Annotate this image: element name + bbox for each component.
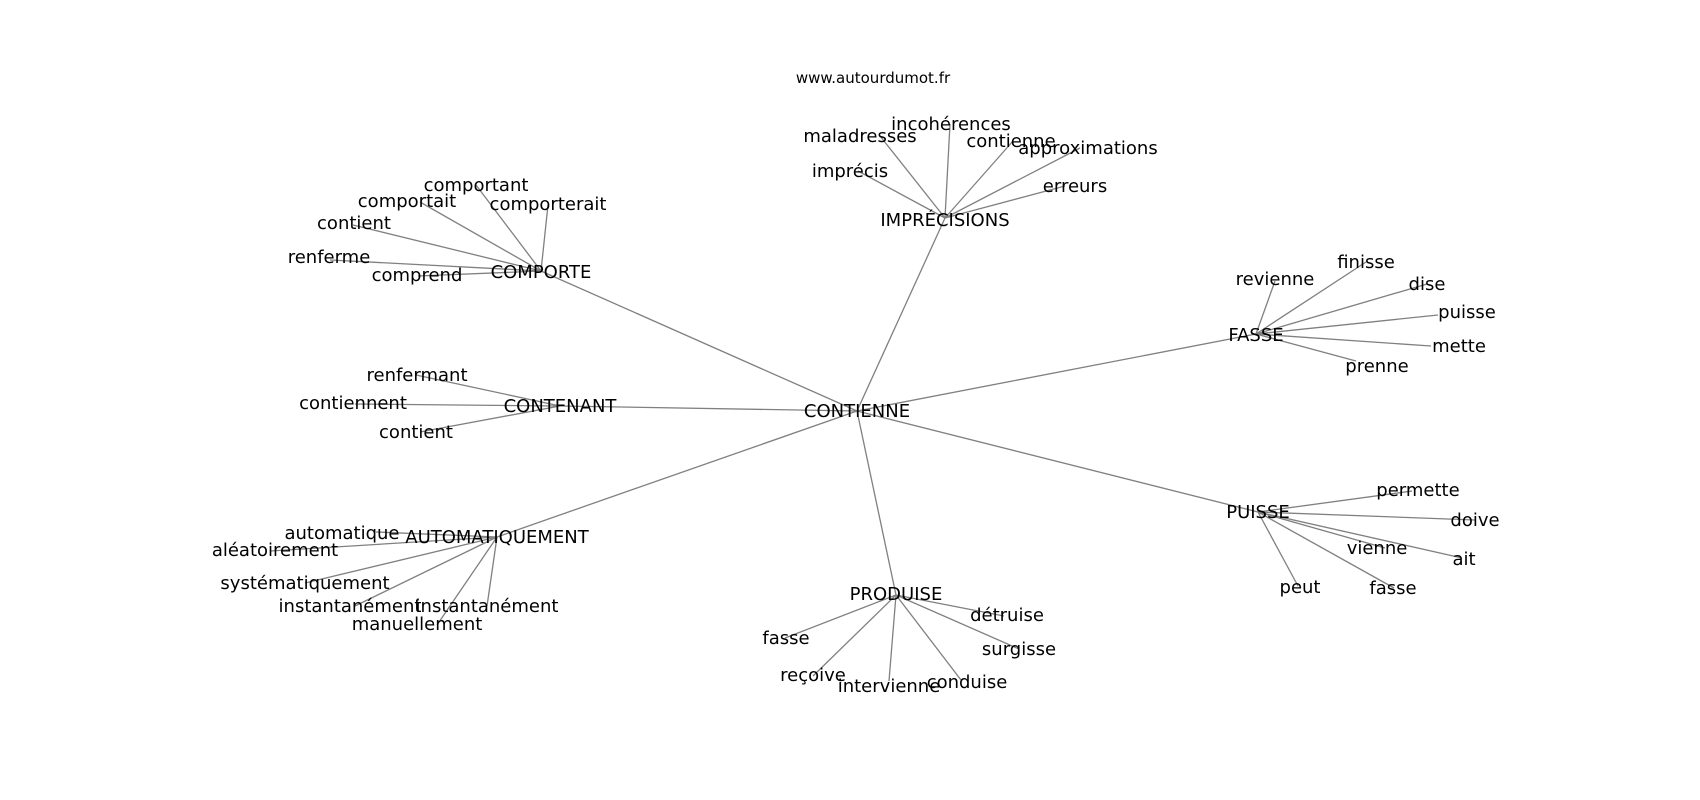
word-node-label: reçoive xyxy=(780,665,846,686)
word-node-label: contient xyxy=(379,422,453,443)
edge-hub-to-word xyxy=(895,594,1020,650)
word-node-label: renferme xyxy=(288,247,371,268)
edge-hub-to-word xyxy=(354,536,498,607)
edges xyxy=(269,123,1476,682)
edge-hub-to-word xyxy=(269,536,498,552)
edge-hub-to-word xyxy=(1255,283,1428,335)
hub-node-label: PRODUISE xyxy=(850,584,943,605)
word-node-label: automatique xyxy=(284,523,399,544)
word-node-label: conduise xyxy=(927,672,1008,693)
word-node-label: comporterait xyxy=(490,194,607,215)
edge-hub-to-word xyxy=(895,594,962,681)
word-node-label: erreurs xyxy=(1043,176,1107,197)
edge-center-to-hub xyxy=(540,270,858,412)
edge-center-to-hub xyxy=(559,405,858,412)
word-node-label: peut xyxy=(1280,577,1321,598)
edge-center-to-hub xyxy=(496,410,858,538)
word-node-label: maladresses xyxy=(803,126,916,147)
edge-hub-to-word xyxy=(1255,333,1432,347)
edge-center-to-hub xyxy=(856,217,946,412)
word-node-label: contient xyxy=(317,213,391,234)
word-node-label: comprend xyxy=(372,265,463,286)
edge-hub-to-word xyxy=(1257,511,1463,559)
edge-hub-to-word xyxy=(486,536,498,607)
word-node-label: doive xyxy=(1450,510,1499,531)
edge-hub-to-word xyxy=(415,374,561,407)
word-node-label: manuellement xyxy=(352,614,483,635)
edge-hub-to-word xyxy=(1255,280,1276,335)
word-node-label: ait xyxy=(1452,549,1475,570)
edge-hub-to-word xyxy=(888,594,897,682)
word-node-label: mette xyxy=(1432,336,1486,357)
edge-hub-to-word xyxy=(812,594,897,677)
edge-hub-to-word xyxy=(1255,333,1357,362)
word-node-label: aléatoirement xyxy=(212,540,338,561)
edge-center-to-hub xyxy=(856,410,897,596)
hub-node-label: CONTENANT xyxy=(504,396,618,417)
edge-hub-to-word xyxy=(879,135,946,219)
word-node-label: finisse xyxy=(1337,252,1395,273)
word-node-label: comportant xyxy=(424,175,529,196)
edge-hub-to-word xyxy=(375,531,498,538)
edge-hub-to-word xyxy=(352,224,542,272)
edge-hub-to-word xyxy=(944,147,1081,219)
edge-hub-to-word xyxy=(1257,511,1395,589)
edge-hub-to-word xyxy=(1257,511,1476,521)
edge-hub-to-word xyxy=(417,270,542,277)
edge-hub-to-word xyxy=(304,536,498,584)
word-node-label: incohérences xyxy=(891,114,1011,135)
edge-hub-to-word xyxy=(1255,261,1367,335)
edge-hub-to-word xyxy=(475,184,542,272)
edge-hub-to-word xyxy=(944,185,1066,219)
edge-hub-to-word xyxy=(1255,314,1439,335)
edge-hub-to-word xyxy=(1257,490,1413,513)
hub-node-label: AUTOMATIQUEMENT xyxy=(405,527,589,548)
edge-center-to-hub xyxy=(856,410,1259,513)
hub-node-label: IMPRÉCISIONS xyxy=(880,209,1009,231)
word-node-label: détruise xyxy=(970,605,1044,626)
edge-hub-to-word xyxy=(419,201,542,272)
edge-hub-to-word xyxy=(419,405,561,433)
center-node-label: CONTIENNE xyxy=(804,401,910,422)
word-node-label: instantanément xyxy=(279,596,422,617)
word-node-label: fasse xyxy=(762,628,809,649)
word-node-label: dise xyxy=(1409,274,1446,295)
edge-center-to-hub xyxy=(856,333,1257,412)
word-node-label: contiennent xyxy=(299,393,407,414)
hub-node-label: PUISSE xyxy=(1226,502,1290,523)
word-node-label: intervienne xyxy=(838,676,941,697)
word-node-label: contienne xyxy=(966,131,1055,152)
edge-hub-to-word xyxy=(354,403,561,407)
word-node-label: fasse xyxy=(1369,578,1416,599)
edge-hub-to-word xyxy=(944,140,1014,219)
word-node-label: renfermant xyxy=(366,365,467,386)
edge-hub-to-word xyxy=(944,123,951,219)
word-node-label: vienne xyxy=(1347,538,1408,559)
edge-hub-to-word xyxy=(436,536,498,626)
edge-hub-to-word xyxy=(895,594,1005,617)
edge-hub-to-word xyxy=(1257,511,1299,587)
source-label: www.autourdumot.fr xyxy=(796,69,951,87)
word-node-label: imprécis xyxy=(812,161,888,182)
edge-hub-to-word xyxy=(329,259,542,272)
edge-hub-to-word xyxy=(540,204,549,272)
hub-node-label: FASSE xyxy=(1228,325,1283,346)
hub-node-label: COMPORTE xyxy=(491,262,592,283)
labels: www.autourdumot.fr CONTIENNE IMPRÉCISIONS… xyxy=(212,69,1500,697)
word-node-label: approximations xyxy=(1018,138,1157,159)
word-node-label: prenne xyxy=(1345,356,1408,377)
word-node-label: comportait xyxy=(358,191,456,212)
edge-hub-to-word xyxy=(857,170,946,219)
edge-hub-to-word xyxy=(1257,511,1386,549)
word-node-label: systématiquement xyxy=(220,573,389,594)
word-node-label: instantanément xyxy=(416,596,559,617)
word-node-label: surgisse xyxy=(982,639,1056,660)
word-node-label: permette xyxy=(1376,480,1459,501)
word-node-label: revienne xyxy=(1236,269,1315,290)
word-node-label: puisse xyxy=(1438,302,1496,323)
edge-hub-to-word xyxy=(784,594,897,639)
